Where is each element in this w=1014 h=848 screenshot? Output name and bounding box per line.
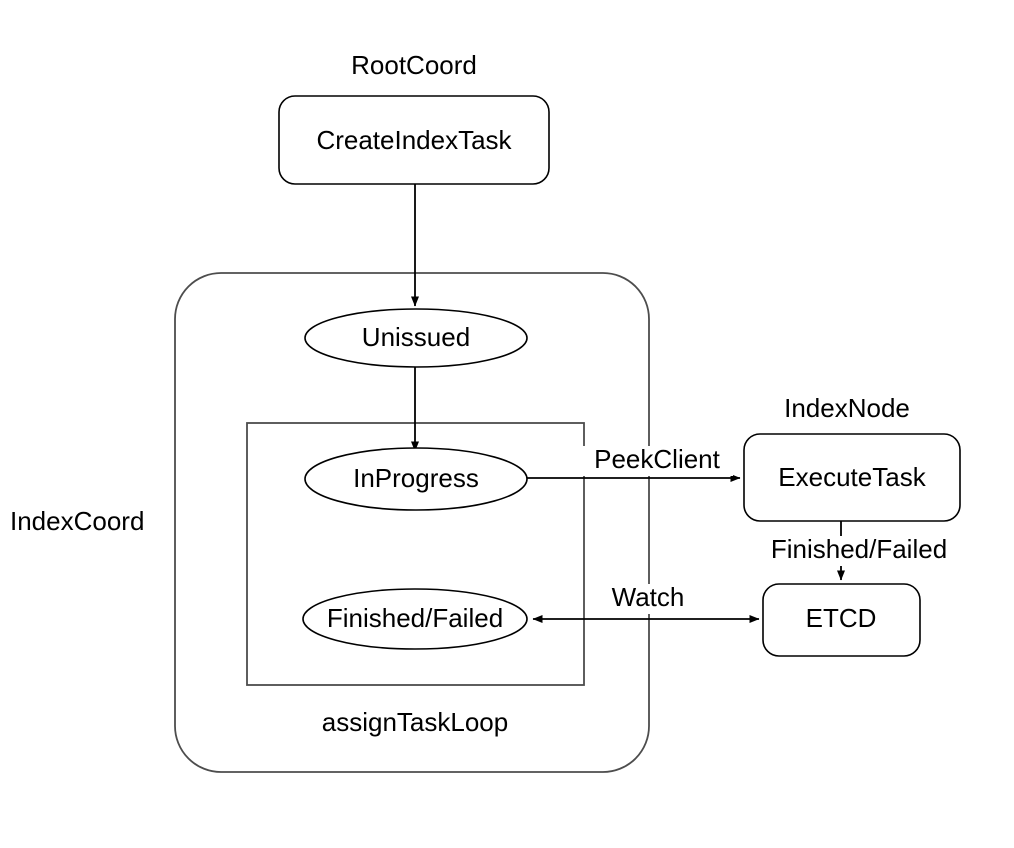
node-etcd[interactable] bbox=[762, 583, 921, 657]
node-unissued-label: Unissued bbox=[362, 322, 470, 352]
node-execute-task-label: ExecuteTask bbox=[778, 462, 926, 492]
edge-label-finished-failed-bg bbox=[759, 536, 959, 566]
edge-label-finished-failed: Finished/Failed bbox=[771, 534, 947, 564]
edge-label-peek-client: PeekClient bbox=[594, 444, 721, 474]
container-index-coord bbox=[174, 272, 650, 773]
group-label-index-coord: IndexCoord bbox=[10, 506, 144, 536]
node-etcd-label: ETCD bbox=[806, 603, 877, 633]
group-label-assign-task-loop: assignTaskLoop bbox=[322, 707, 508, 737]
node-unissued[interactable] bbox=[304, 308, 528, 368]
node-create-index-task[interactable] bbox=[278, 95, 550, 185]
edge-label-watch: Watch bbox=[612, 582, 685, 612]
node-finished-failed[interactable] bbox=[302, 588, 528, 650]
edge-label-peek-client-bg bbox=[583, 446, 733, 476]
node-in-progress[interactable] bbox=[304, 447, 528, 511]
edge-label-watch-bg bbox=[602, 584, 694, 614]
group-label-index-node: IndexNode bbox=[784, 393, 910, 423]
node-in-progress-label: InProgress bbox=[353, 463, 479, 493]
group-label-root-coord: RootCoord bbox=[351, 50, 477, 80]
node-finished-failed-label: Finished/Failed bbox=[327, 603, 503, 633]
node-create-index-task-label: CreateIndexTask bbox=[316, 125, 512, 155]
node-execute-task[interactable] bbox=[743, 433, 961, 522]
